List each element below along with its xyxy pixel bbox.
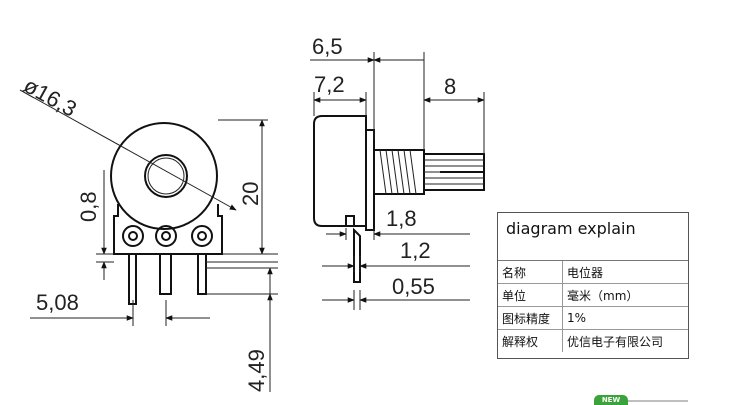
pin-housing	[113, 204, 223, 255]
side-bushing	[365, 129, 375, 231]
dim-gap-0-55: 0,55	[392, 274, 435, 299]
spec-value: 电位器	[562, 261, 688, 284]
dim-depth-7-2: 7,2	[314, 72, 345, 97]
spec-row: 名称 电位器	[498, 261, 688, 284]
spec-value: 1%	[562, 306, 688, 330]
spec-row: 单位 毫米（mm）	[498, 283, 688, 307]
spec-row: 图标精度 1%	[498, 306, 688, 330]
dim-pitch-5-08: 5,08	[36, 290, 79, 315]
spec-key: 名称	[498, 261, 563, 284]
front-view: ø16,3 20 0,8 5,08 4,49	[20, 73, 278, 392]
dim-offset-0-8: 0,8	[76, 191, 101, 222]
dim-diameter: ø16,3	[20, 73, 81, 122]
side-body	[313, 115, 367, 227]
spec-value: 优信电子有限公司	[562, 329, 688, 352]
spec-title: diagram explain	[498, 213, 688, 261]
side-view: 6,5 7,2 8 1,8 1,2 0,55	[310, 34, 485, 310]
new-badge: NEW	[594, 395, 628, 405]
spec-key: 解释权	[498, 329, 563, 352]
terminal-left	[122, 225, 144, 247]
spec-key: 单位	[498, 283, 563, 307]
spec-row: 解释权 优信电子有限公司	[498, 329, 688, 352]
dim-pin-length-4-49: 4,49	[244, 349, 269, 392]
dim-shaft-8: 8	[444, 74, 456, 99]
dim-gap-1-8: 1,8	[386, 206, 417, 231]
spec-value: 毫米（mm）	[562, 283, 688, 307]
body-circle	[110, 122, 218, 230]
diameter-leader	[19, 89, 237, 211]
dim-depth-6-5: 6,5	[312, 34, 343, 59]
badge-underline	[628, 400, 688, 402]
terminal-right	[191, 225, 213, 247]
dim-gap-1-2: 1,2	[400, 238, 431, 263]
dim-height-20: 20	[238, 182, 263, 206]
shaft-circle	[144, 154, 188, 198]
spec-key: 图标精度	[498, 306, 563, 330]
spec-rows: 名称 电位器 单位 毫米（mm） 图标精度 1% 解释权 优信电子有限公司	[498, 261, 688, 352]
spec-table: diagram explain 名称 电位器 单位 毫米（mm） 图标精度 1%…	[497, 212, 689, 359]
terminal-middle	[155, 225, 177, 247]
